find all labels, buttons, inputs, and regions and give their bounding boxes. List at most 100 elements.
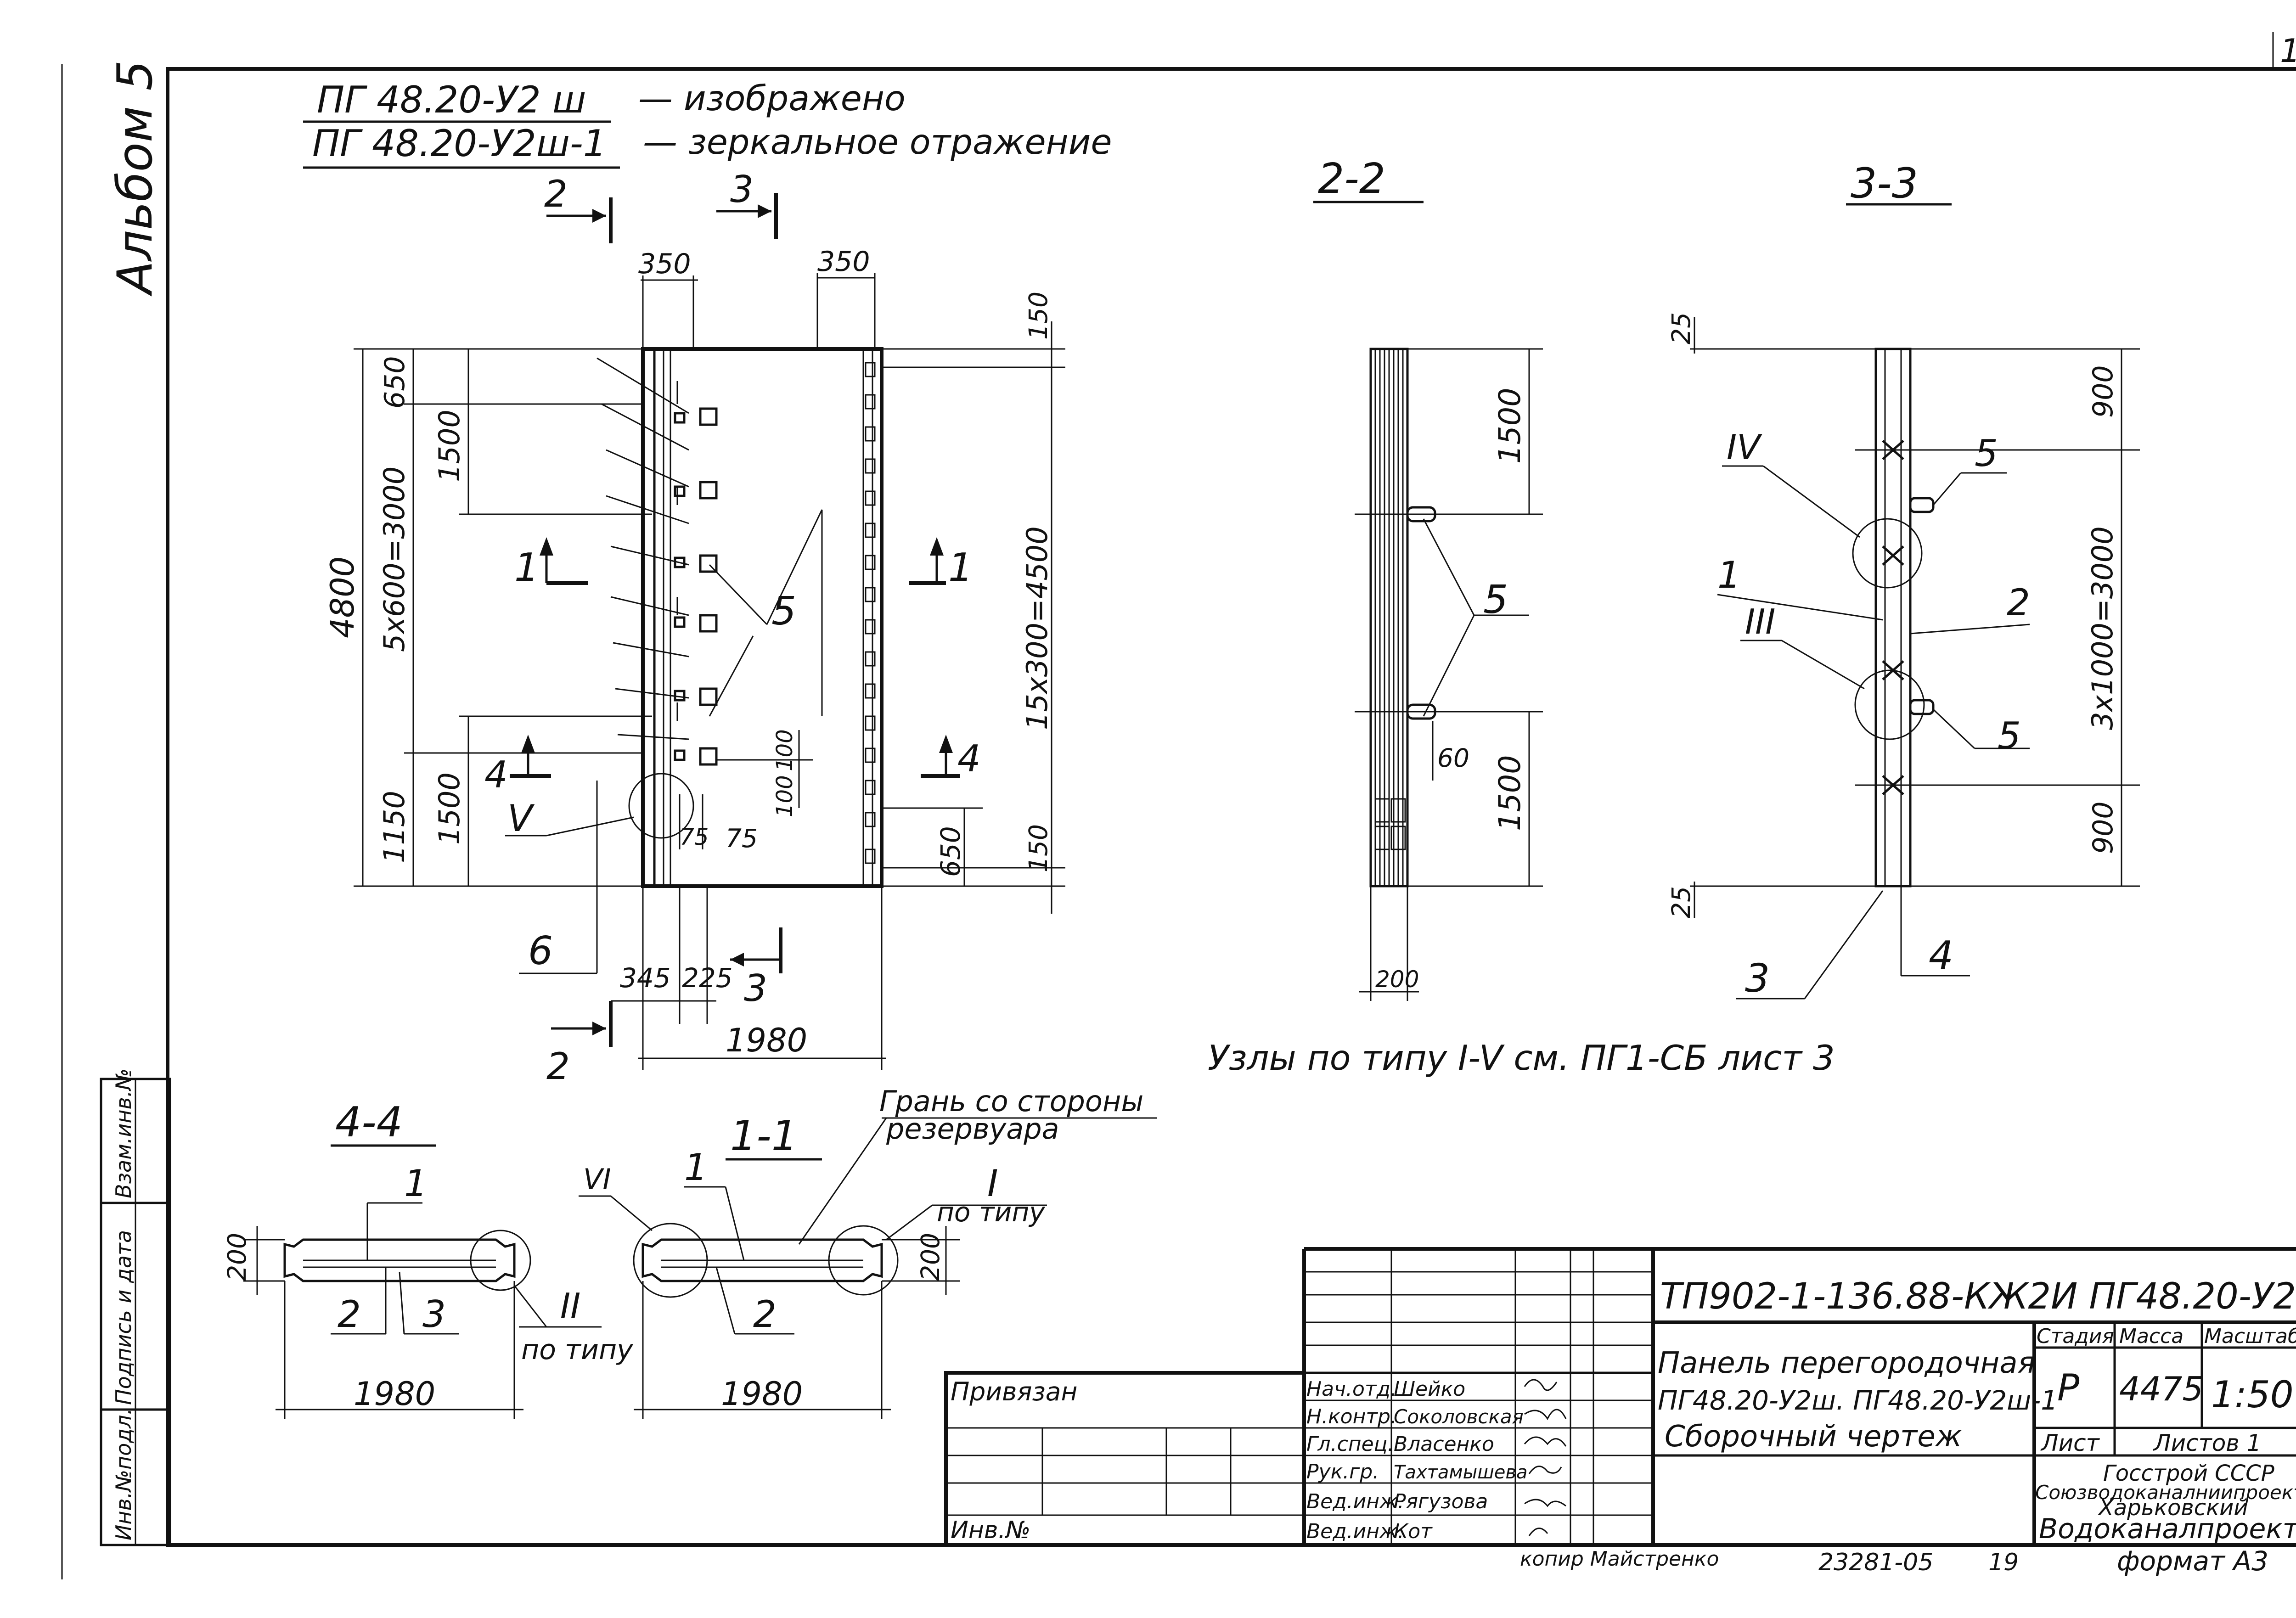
sec11-node-i-note: по типу (937, 1197, 1045, 1228)
mark-2: ПГ 48.20-У2ш-1 (312, 122, 607, 165)
org-line-4: Водоканалпроект (2039, 1513, 2296, 1545)
dim-350-left: 350 (638, 248, 691, 280)
bound-label: Привязан (951, 1377, 1077, 1406)
sheets-label: Листов 1 (2153, 1430, 2261, 1456)
nodes-note: Узлы по типу I-V см. ПГ1-СБ лист 3 (1208, 1038, 1835, 1078)
cut-2-top-label: 2 (544, 173, 568, 215)
cut-3-top-label: 3 (730, 168, 754, 211)
org-line-3: Харьковский (2097, 1495, 2248, 1521)
role-3: Рук.гр. (1306, 1460, 1379, 1483)
section-4-4: 4-4 1 2 3 II по типу 200 1980 (222, 1098, 634, 1419)
cut-1-left-label: 1 (514, 545, 539, 590)
footer-format: формат А3 (2117, 1545, 2268, 1577)
section-1-1: 1-1 Грань со стороны резервуара 1 2 VI I… (579, 1084, 1157, 1419)
plan-dim-225: 225 (682, 962, 733, 994)
section-3-3: 3-3 900 3х1000=3000 900 25 25 IV (1666, 159, 2140, 1001)
plan-dim-4800: 4800 (324, 556, 361, 638)
side-stamp: Инв.№подл. Подпись и дата Взам.инв.№ (100, 1068, 171, 1546)
sec22-dim-60: 60 (1437, 743, 1469, 773)
plan-dim-75-b: 75 (726, 824, 758, 853)
scale-label: Масштаб (2204, 1325, 2296, 1348)
plan-dim-15x300: 15х300=4500 (1020, 526, 1054, 730)
section-2-2: 2-2 1500 1500 60 5 (1313, 155, 1543, 1001)
mass-label: Масса (2119, 1325, 2183, 1348)
corner-mark: 16 (2280, 32, 2296, 70)
stage-value: Р (2057, 1366, 2080, 1409)
sec11-face-note-2: резервуара (886, 1112, 1059, 1146)
sec33-pos-5a: 5 (1975, 432, 1998, 475)
plan-dim-1500-bottom: 1500 (433, 772, 466, 845)
plan-dim-150-bottom: 150 (1024, 824, 1053, 872)
sec44-title: 4-4 (335, 1098, 403, 1146)
panel-plan: 2 3 350 350 (324, 168, 1065, 1088)
mark-1-note: — изображено (638, 78, 906, 118)
plan-dim-5x600: 5х600=3000 (377, 466, 411, 652)
sec33-pos-4: 4 (1929, 933, 1953, 978)
sec33-pos-1: 1 (1717, 554, 1741, 596)
mark-2-note: — зеркальное отражение (643, 122, 1112, 162)
plan-pos-5: 5 (771, 589, 796, 634)
name-line-3: Сборочный чертеж (1665, 1420, 1962, 1454)
role-2: Гл.спец. (1306, 1433, 1394, 1456)
sec33-dim-25-top: 25 (1666, 312, 1696, 344)
sec11-dim-200: 200 (916, 1233, 945, 1281)
name-line-1: Панель перегородочная (1658, 1346, 2035, 1380)
name-0: Шейко (1394, 1377, 1465, 1401)
plan-pos-6: 6 (528, 928, 553, 974)
plan-dim-1500-top: 1500 (433, 410, 466, 482)
cut-3-bottom-label: 3 (744, 967, 767, 1010)
cut-1-right-label: 1 (948, 545, 973, 590)
name-5: Кот (1394, 1520, 1433, 1543)
plan-dim-650-top: 650 (379, 356, 411, 409)
org-line-2: Союзводоканалниипроект (2035, 1481, 2296, 1504)
side-stamp-inv: Инв.№подл. (111, 1408, 136, 1540)
sec11-title: 1-1 (730, 1112, 798, 1160)
plan-dim-100-a: 100 (772, 729, 798, 771)
role-4: Вед.инж. (1306, 1490, 1404, 1513)
footer-sheet: 19 (1988, 1549, 2019, 1576)
sec44-pos-3: 3 (422, 1293, 446, 1336)
name-1: Соколовская (1394, 1405, 1524, 1428)
sec11-node-i: I (987, 1162, 998, 1205)
plan-dim-345: 345 (620, 962, 671, 994)
role-1: Н.контр. (1306, 1405, 1397, 1428)
plan-dim-1150: 1150 (377, 791, 411, 863)
sheet-label: Лист (2040, 1430, 2100, 1456)
doc-code: ТП902-1-136.88-КЖ2И ПГ48.20-У2Ш СБ (1660, 1276, 2296, 1317)
plan-dim-150-top: 150 (1024, 292, 1053, 340)
name-3: Тахтамышева (1394, 1462, 1527, 1483)
sec44-pos-2: 2 (338, 1293, 361, 1336)
sec22-dim-200: 200 (1375, 966, 1419, 993)
signature-marks (1524, 1379, 1567, 1536)
stage-label: Стадия (2037, 1325, 2114, 1348)
plan-dim-100-b: 100 (772, 775, 798, 817)
album-label: Альбом 5 (107, 60, 163, 297)
sec11-face-note-1: Грань со стороны (879, 1084, 1143, 1118)
plan-dim-75-a: 75 (680, 824, 709, 850)
role-0: Нач.отд. (1306, 1377, 1397, 1401)
name-line-2: ПГ48.20-У2ш. ПГ48.20-У2ш-1 (1658, 1385, 2058, 1416)
role-5: Вед.инж. (1306, 1520, 1404, 1543)
mark-1: ПГ 48.20-У2 ш (317, 79, 586, 121)
sec44-node-ii: II (560, 1286, 580, 1326)
sec33-node-iv: IV (1727, 427, 1762, 467)
sec33-pos-5b: 5 (1998, 714, 2021, 757)
sec22-dim-1500-bottom: 1500 (1493, 755, 1527, 831)
plan-dim-650-bottom: 650 (935, 826, 966, 877)
sec44-pos-1: 1 (404, 1162, 428, 1205)
sec11-pos-2: 2 (753, 1293, 777, 1336)
plan-node-v: V (507, 797, 535, 840)
side-stamp-sign: Подпись и дата (111, 1230, 136, 1405)
cut-2-bottom-label: 2 (546, 1045, 570, 1088)
sec33-dim-900-bottom: 900 (2087, 801, 2119, 854)
sec33-dim-900-top: 900 (2087, 365, 2119, 418)
name-4: Рягузова (1394, 1490, 1488, 1513)
sec22-dim-1500-top: 1500 (1493, 388, 1527, 464)
side-stamp-replace: Взам.инв.№ (111, 1068, 136, 1198)
sec44-node-ii-note: по типу (521, 1334, 634, 1366)
name-2: Власенко (1394, 1433, 1494, 1456)
dim-350-right: 350 (817, 246, 870, 278)
scale-value: 1:50 (2211, 1373, 2294, 1416)
